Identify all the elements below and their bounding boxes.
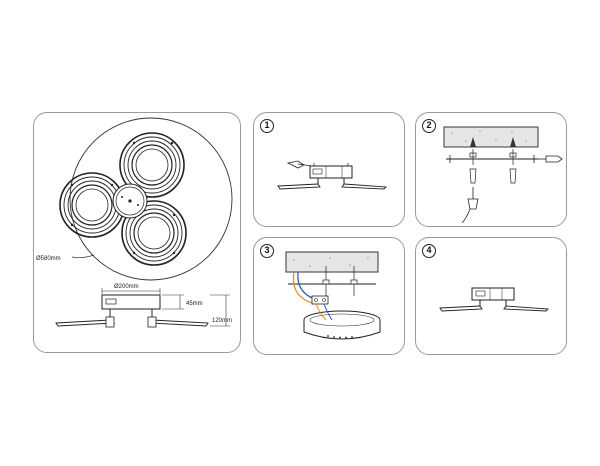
step-1-badge: 1 — [260, 119, 274, 133]
dowel-icon — [469, 168, 517, 184]
screwdriver-icon — [536, 155, 563, 163]
step-4-panel: 4 — [415, 237, 567, 355]
step-4-badge: 4 — [422, 244, 436, 258]
footprint-circle — [69, 117, 233, 281]
screw-icon — [322, 266, 358, 296]
step-2-badge: 2 — [422, 119, 436, 133]
drill-icon — [461, 187, 479, 224]
step-3-badge: 3 — [260, 244, 274, 258]
mount-dots — [70, 141, 176, 255]
step-4-drawing — [439, 287, 550, 312]
step-3-drawing — [285, 251, 381, 340]
ring-bottom — [121, 200, 187, 266]
side-elevation: Ø200mm 45mm 120mm — [55, 284, 232, 328]
overview-panel: Ø580mm — [33, 112, 241, 353]
total-height-label: 120mm — [212, 318, 232, 324]
step-3-panel: 3 — [253, 237, 405, 355]
step-2-drawing — [443, 126, 563, 224]
diameter-label: Ø580mm — [36, 256, 61, 262]
step-2-panel: 2 — [415, 112, 567, 227]
central-hub — [112, 183, 148, 219]
screwdriver-icon — [286, 160, 313, 171]
overview-drawing: Ø580mm — [36, 117, 233, 328]
step-1-panel: 1 — [253, 112, 405, 227]
ceiling-slab — [443, 126, 539, 148]
diameter-leader — [71, 254, 95, 259]
ceiling-slab — [285, 251, 379, 273]
step-1-drawing — [277, 160, 388, 190]
box-height-label: 45mm — [186, 301, 203, 307]
ring-top — [119, 132, 185, 198]
screw-icon — [469, 149, 517, 165]
box-width-label: Ø200mm — [114, 284, 139, 290]
